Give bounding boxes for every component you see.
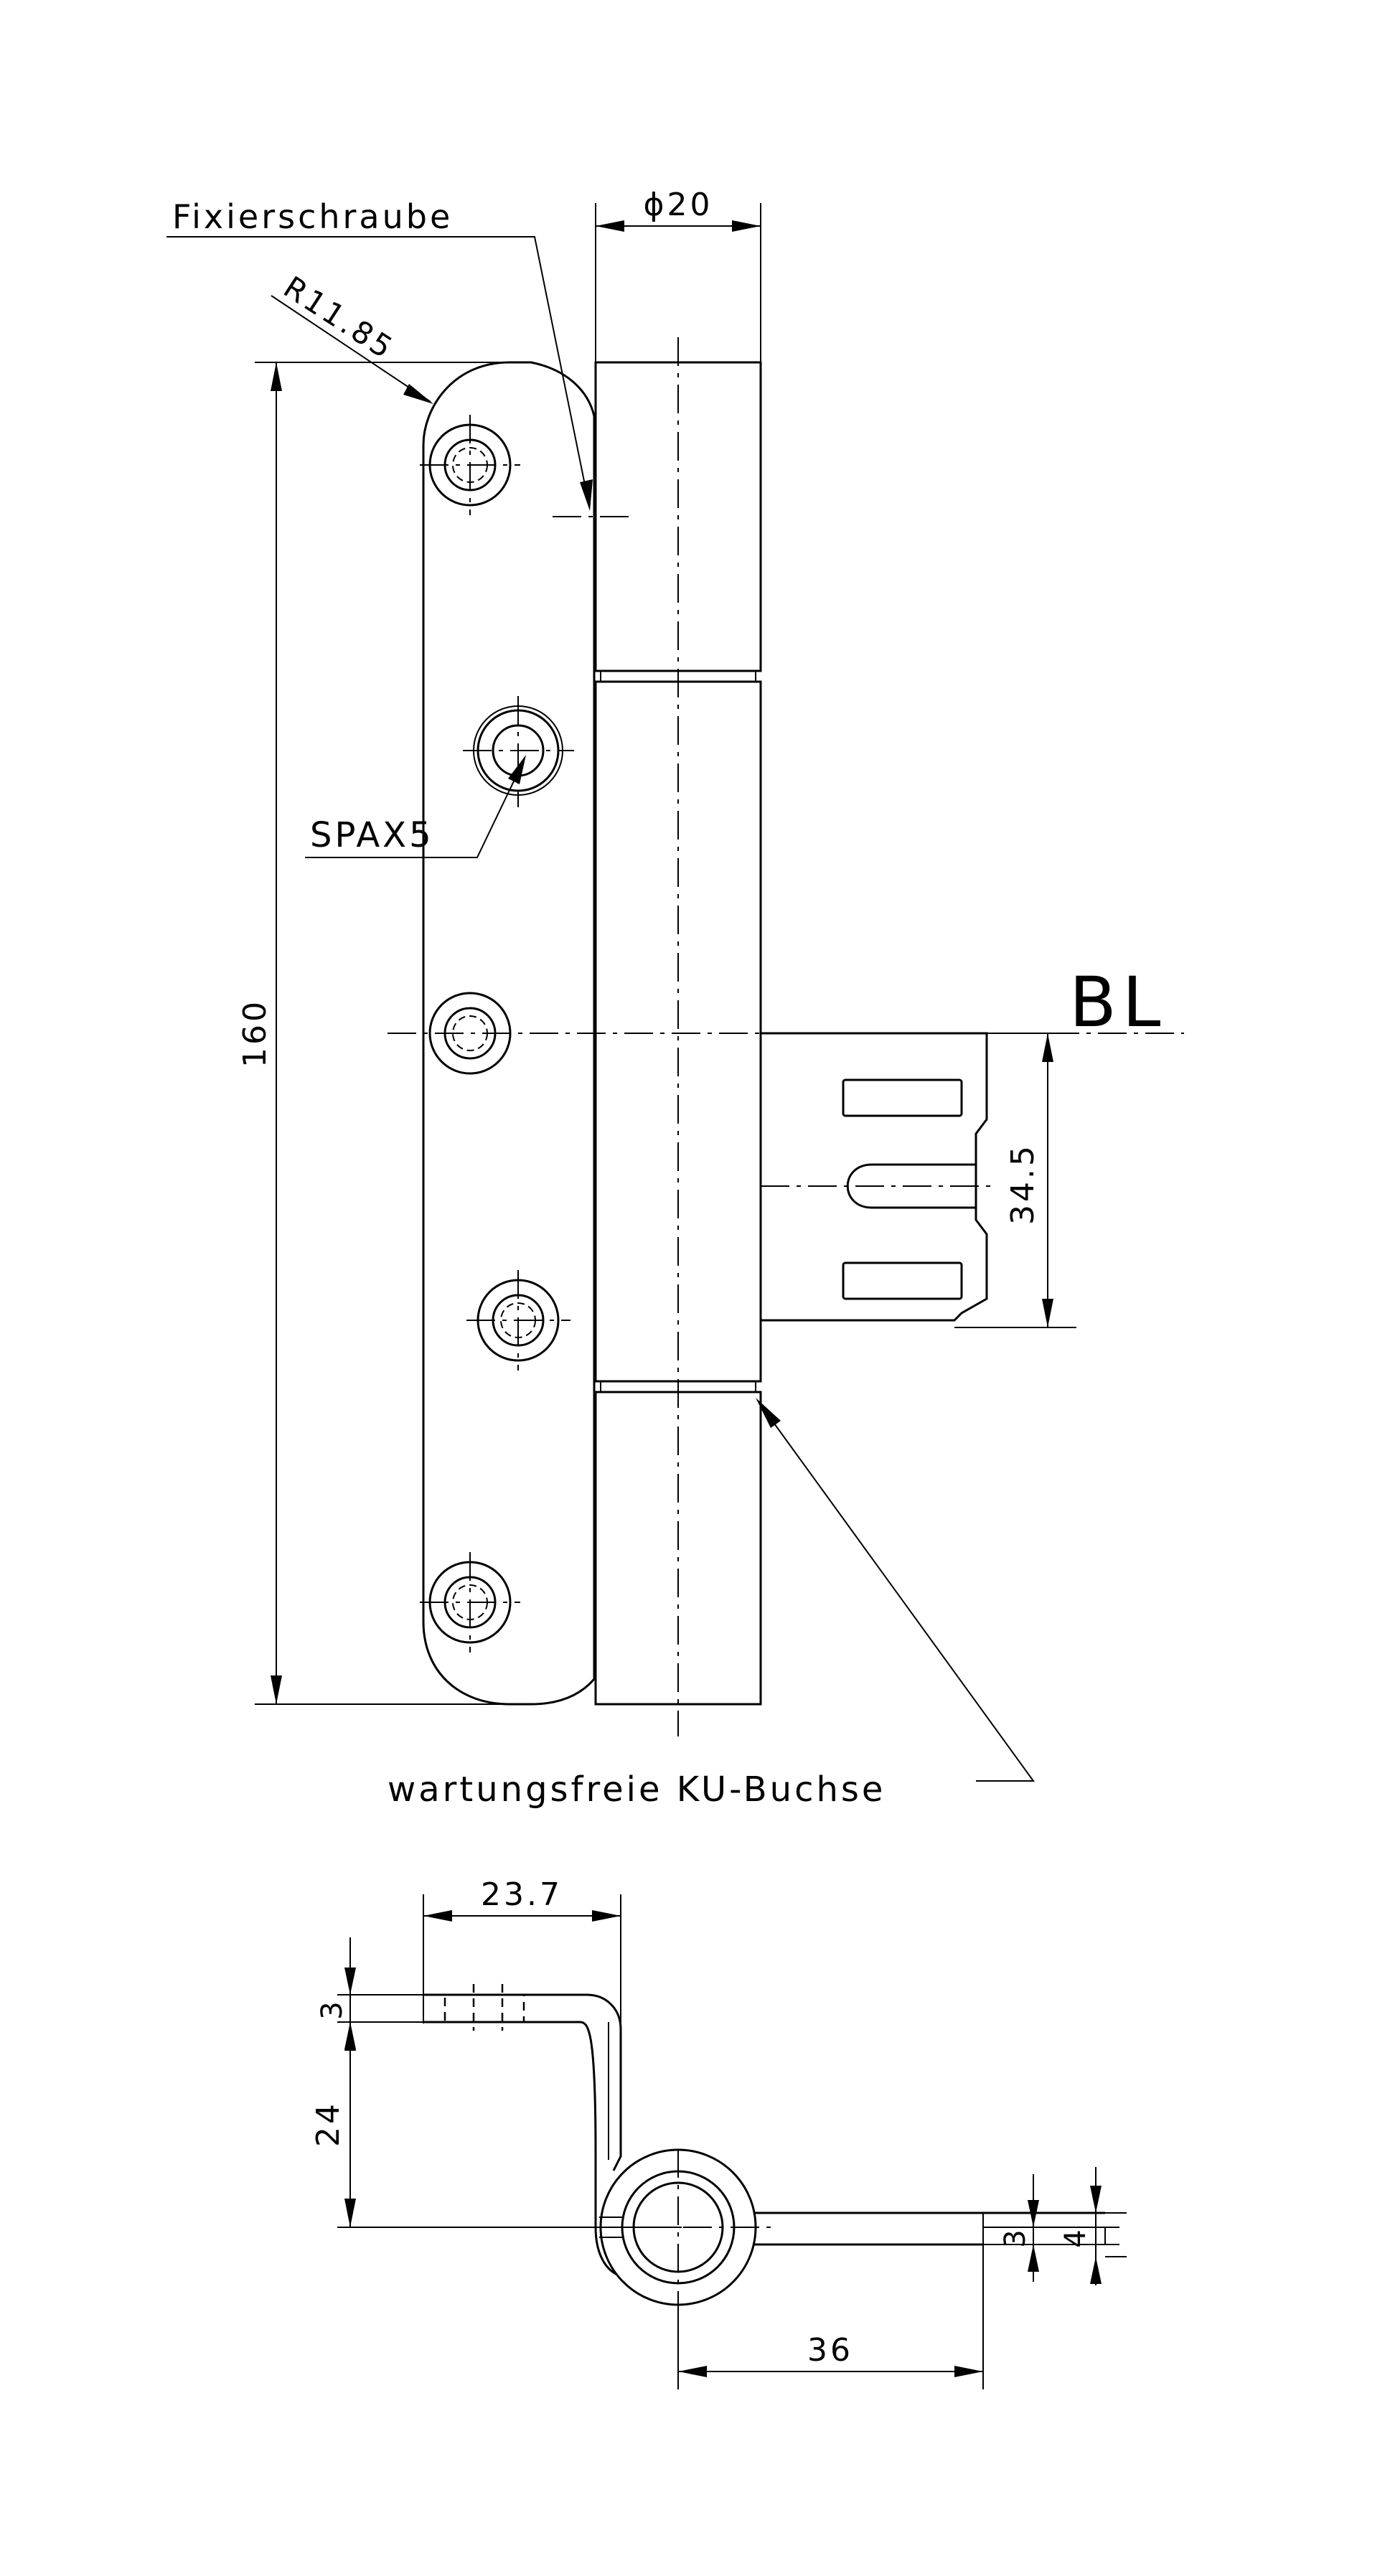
leaf-height-label: 24 — [310, 2101, 347, 2147]
right-total-label: 4 — [1059, 2227, 1092, 2247]
leaf-height-dimension: 24 — [310, 2022, 682, 2228]
right-thickness-label: 3 — [999, 2227, 1032, 2247]
plate-thickness-label: 3 — [316, 1998, 349, 2019]
radius-callout: R11.85 — [271, 269, 433, 404]
diameter-dimension: ϕ20 — [595, 187, 761, 370]
screw-hole-4 — [466, 1270, 570, 1371]
knuckle-section — [588, 2148, 771, 2389]
screw-label: SPAX5 — [310, 815, 434, 855]
bushing-callout: wartungsfreie KU-Buchse — [388, 1398, 1035, 1810]
leaf-profile — [423, 1984, 622, 2276]
offset-label: 34.5 — [1005, 1143, 1041, 1225]
top-width-label: 23.7 — [481, 1876, 563, 1913]
height-dimension: 160 — [237, 362, 506, 1705]
top-width-dimension: 23.7 — [423, 1876, 621, 2023]
radius-label: R11.85 — [278, 269, 401, 367]
bushing-label: wartungsfreie KU-Buchse — [388, 1769, 886, 1810]
hinge-barrel — [594, 337, 762, 1736]
screw-hole-1 — [420, 415, 520, 515]
leaf-length-dimension: 36 — [677, 2244, 984, 2389]
right-total-dimension: 4 — [1059, 2167, 1127, 2285]
screw-hole-5 — [420, 1552, 520, 1653]
right-leaf — [753, 2211, 1106, 2246]
offset-dimension: 34.5 — [954, 1033, 1076, 1328]
screw-callout: SPAX5 — [305, 755, 526, 858]
right-thickness-dimension: 3 — [983, 2174, 1119, 2282]
screw-hole-2 — [463, 696, 574, 807]
diameter-label: ϕ20 — [643, 187, 713, 223]
plate-thickness-dimension: 3 — [316, 1937, 431, 2049]
fixing-screw-callout: Fixierschraube — [166, 197, 635, 517]
fixing-screw-label: Fixierschraube — [172, 197, 453, 236]
leaf-length-label: 36 — [807, 2332, 853, 2369]
bl-label: BL — [1069, 962, 1166, 1043]
height-label: 160 — [237, 999, 273, 1068]
mounting-plate — [422, 361, 596, 1706]
bl-reference: BL — [388, 962, 1184, 1043]
side-bracket — [761, 1032, 990, 1322]
